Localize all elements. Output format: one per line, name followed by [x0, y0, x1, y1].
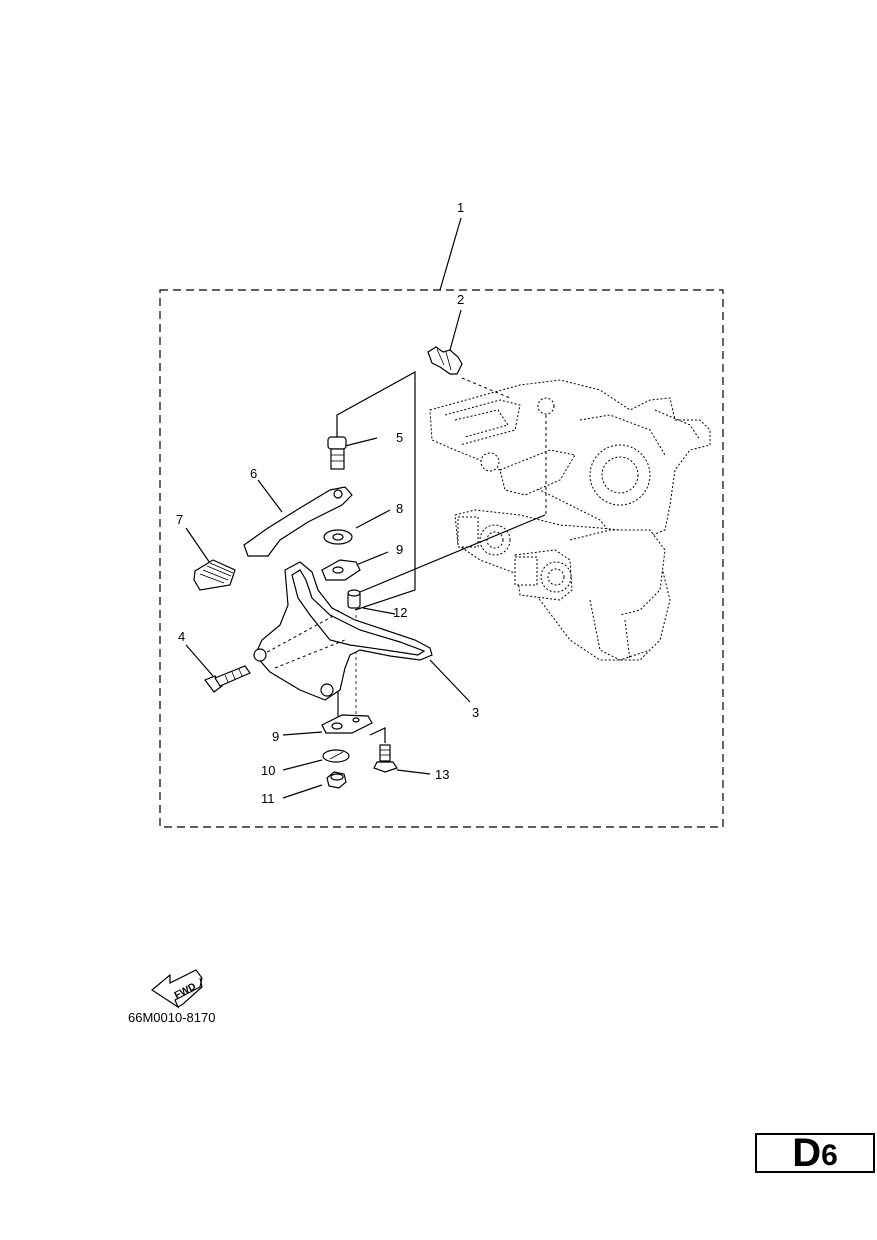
- callout-6: 6: [250, 466, 257, 481]
- leader-lines: [185, 217, 471, 799]
- callout-13: 13: [435, 767, 449, 782]
- part-7-grip: [193, 559, 236, 591]
- callout-10: 10: [261, 763, 275, 778]
- callout-7: 7: [176, 512, 183, 527]
- part-5-pin: [327, 436, 347, 470]
- assembly-frame: [159, 289, 724, 828]
- fwd-arrow-icon: FWD: [150, 969, 203, 1009]
- page-code-box: D 6: [755, 1133, 875, 1173]
- part-8-washer: [323, 529, 353, 545]
- page-code-letter: D: [792, 1131, 822, 1175]
- part-13-bolt: [373, 744, 398, 773]
- part-12-collar: [347, 589, 361, 609]
- routing-lines: [336, 370, 547, 743]
- page-code-number: 6: [821, 1139, 838, 1172]
- callout-5: 5: [396, 430, 403, 445]
- callout-4: 4: [178, 629, 185, 644]
- part-number-label: 66M0010-8170: [128, 1010, 216, 1025]
- part-6-lever: [243, 486, 353, 557]
- part-2-fitting: [427, 346, 463, 375]
- callout-3: 3: [472, 705, 479, 720]
- callout-12: 12: [393, 605, 407, 620]
- callout-11: 11: [261, 791, 275, 806]
- part-3-bracket: [253, 561, 433, 701]
- engine-bracket-background: [429, 379, 711, 661]
- part-9-plate-upper: [321, 559, 361, 581]
- part-10-spring-washer: [322, 749, 350, 763]
- callout-9-upper: 9: [396, 542, 403, 557]
- callout-9-lower: 9: [272, 729, 279, 744]
- part-9-plate-lower: [321, 714, 373, 734]
- callout-2: 2: [457, 292, 464, 307]
- callout-1: 1: [457, 200, 464, 215]
- part-11-nut: [326, 771, 347, 789]
- part-4-bolt: [204, 665, 251, 693]
- callout-numbers: 1 2 5 6 7 8 9 12 4 3 9 10 13 11: [176, 200, 479, 806]
- callout-8: 8: [396, 501, 403, 516]
